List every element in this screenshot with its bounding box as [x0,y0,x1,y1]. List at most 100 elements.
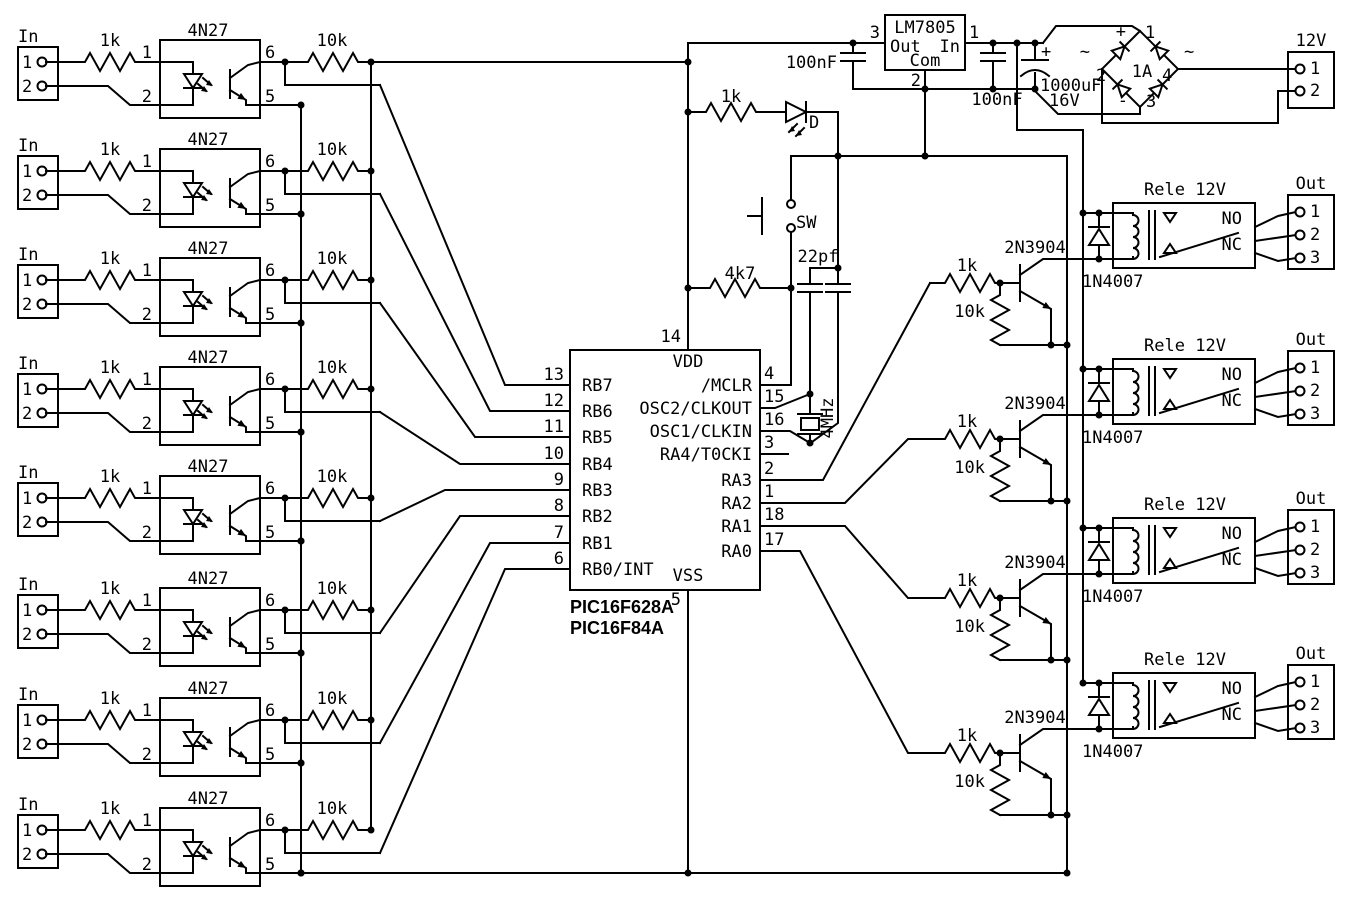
power-led-circuit: 1k D [687,87,839,138]
pin13: 13 [544,365,564,385]
vdd-pin-number: 14 [661,327,681,347]
mcu-left-pin-names: RB7 RB6 RB5 RB4 RB3 RB2 RB1 RB0/INT [582,376,654,580]
switch-actuator-icon [747,197,763,235]
bridge-ac2-wire [1101,68,1296,124]
ra4-label: RA4/T0CKI [660,445,752,465]
cap-out-value: 100nF [786,53,837,73]
ra0-label: RA0 [721,542,752,562]
pin10: 10 [544,444,564,464]
led-resistor [687,100,787,124]
ra1-wire [759,525,931,599]
regulator-pin-com: 2 [911,71,921,91]
bridge-minus-wire [1033,89,1141,115]
pin6: 6 [554,549,564,569]
crystal-icon [800,417,820,431]
ra0-wire [759,550,931,754]
rb4-label: RB4 [582,455,613,475]
regulator-pin-in: 1 [969,23,979,43]
bridge-pin4: 4 [1162,66,1172,86]
vss-pin-number: 5 [671,590,681,610]
relay-stage-4 [929,643,1335,820]
mcu-right-pin-names: /MCLR OSC2/CLKOUT OSC1/CLKIN RA4/T0CKI R… [639,376,752,562]
regulator-out-label: Out [890,37,921,57]
relay-stage-3 [929,488,1335,665]
opto-stage-1 [17,20,381,119]
opto-input-stages [17,20,381,887]
power-buses [297,42,1084,877]
oscillator-circuit: 4MHz 22pf [759,111,851,447]
crystal-leads [797,393,823,444]
relay-output-stages [929,173,1335,820]
pin3: 3 [764,433,774,453]
crystal-value: 4MHz [818,398,838,439]
opto-stage-3 [17,238,381,337]
pin16: 16 [764,410,784,430]
pin4: 4 [764,364,774,384]
pin15: 15 [764,387,784,407]
mcu-part-1: PIC16F628A [570,597,674,617]
rb6-label: RB6 [582,402,613,422]
bulk-cap-value: 1000uF [1040,76,1101,96]
rb2-label: RB2 [582,507,613,527]
cap2-bottom-lead [810,291,839,444]
bulk-cap-curved-plate [1019,69,1051,78]
pin17: 17 [764,530,784,550]
mcu-box [569,349,761,591]
led-arrowhead1 [789,126,795,132]
pin1: 1 [764,482,774,502]
switch-contact-bottom [786,223,796,233]
rb1-wire [378,542,571,745]
bridge-plus-wire [1041,25,1142,45]
opto-stage-6 [17,568,381,667]
regulator-in-label: In [940,37,960,57]
switch-contact-top [786,199,796,209]
bulk-cap-voltage: 16V [1049,91,1080,111]
rb7-wire [378,83,571,386]
opto-stage-2 [17,129,381,228]
bridge-rating: 1A [1132,62,1152,82]
bridge-minus-label: - [1118,91,1128,111]
bridge-ac-right-label: ~ [1184,42,1194,62]
rb7-label: RB7 [582,376,613,396]
cap-in-icon [980,42,1006,90]
relay-stage-1 [929,173,1335,350]
ra2-label: RA2 [721,494,752,514]
ac-input-pin2-terminal [1294,85,1306,97]
osc1-label: OSC1/CLKIN [650,422,752,442]
vss-label: VSS [673,566,704,586]
porta-wires [759,281,932,754]
rb0-wire [378,568,571,855]
ra3-wire [759,281,932,481]
pin7: 7 [554,523,564,543]
rb3-label: RB3 [582,481,613,501]
rb5-label: RB5 [582,428,613,448]
mcu-left-pin-numbers: 13 12 11 10 9 8 7 6 [544,365,564,569]
mcu-block: VDD 14 VSS 5 PIC16F628A PIC16F84A 13 12 … [544,327,789,638]
ra1-label: RA1 [721,517,752,537]
rb5-wire [378,301,571,438]
relay-stage-2 [929,329,1335,506]
mcu-right-pin-numbers: 4 15 16 3 2 1 18 17 [764,364,784,550]
rb0-label: RB0/INT [582,560,654,580]
rb1-label: RB1 [582,534,613,554]
ra3-label: RA3 [721,471,752,491]
bridge-plus-label: + [1116,22,1126,42]
ac-input-connector: 12V 1 2 [1287,31,1335,109]
bridge-pin3: 3 [1146,92,1156,112]
opto-stage-5 [17,456,381,555]
pin9: 9 [554,470,564,490]
opto-stage-8 [17,788,381,887]
led-arrowhead2 [796,130,802,136]
pin18: 18 [764,505,784,525]
caps-value: 22pf [798,247,839,267]
portb-fan-wires [378,83,571,855]
ac-input-pin1-terminal [1294,63,1306,75]
led-cathode-wire [805,101,839,123]
vdd-label: VDD [673,352,704,372]
osc2-label: OSC2/CLKOUT [639,399,752,419]
bulk-cap-plus: + [1041,42,1051,62]
mcu-part-2: PIC16F84A [570,618,664,638]
cap-out-icon [840,42,866,90]
opto-stage-7 [17,678,381,777]
